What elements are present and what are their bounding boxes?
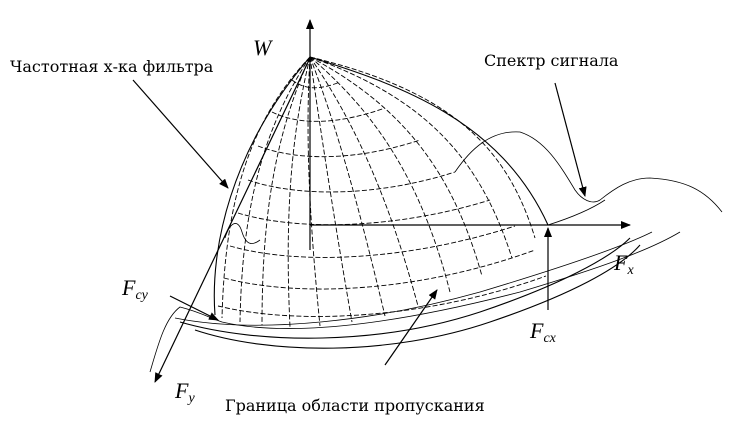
dome-meridian xyxy=(309,56,419,307)
dome-meridian xyxy=(307,56,321,327)
dome-meridian xyxy=(309,56,451,293)
dome-meridian xyxy=(309,56,386,317)
dome-parallel xyxy=(217,275,547,317)
spectrum-edge-inner xyxy=(174,231,653,326)
passband-boundary-label: Граница области пропускания xyxy=(225,396,485,415)
dome-parallel xyxy=(257,139,421,158)
dome-meridian xyxy=(309,56,536,239)
spectrum-ridge-far xyxy=(454,131,723,213)
fcx-label: Fcx xyxy=(529,318,557,346)
fcy-pointer xyxy=(169,295,219,321)
dome-meridian xyxy=(221,56,311,319)
filter-response-label: Частотная х-ка фильтра xyxy=(10,57,214,76)
dome-parallel xyxy=(223,249,536,290)
dome-meridian xyxy=(309,56,353,323)
w-axis-label: W xyxy=(253,35,273,60)
filter-response-pointer xyxy=(132,79,229,189)
dome-meridian xyxy=(261,56,311,326)
passband-pointer xyxy=(384,289,438,366)
signal-spectrum-pointer xyxy=(554,82,587,197)
passband-boundary xyxy=(179,237,641,349)
labels: W Fx Fy Fcy Fcx Частотная х-ка фильтра С… xyxy=(10,35,634,415)
dome-parallel xyxy=(229,225,516,258)
dome-outline xyxy=(213,56,549,316)
signal-spectrum-surface xyxy=(149,131,723,373)
pointers xyxy=(132,79,587,366)
fcy-label: Fcy xyxy=(121,275,149,303)
axes xyxy=(154,19,631,383)
dome-meridian xyxy=(309,56,483,277)
boundary-arc-outer xyxy=(179,237,631,339)
fx-axis-label: Fx xyxy=(613,250,634,278)
dome-meridian xyxy=(287,56,311,328)
dome-meridian xyxy=(309,56,513,259)
fy-axis-label: Fy xyxy=(174,378,195,406)
dome-parallel xyxy=(271,107,386,122)
spectrum-ridge-near xyxy=(547,199,606,226)
spectrum-edge-outer xyxy=(149,231,681,373)
dome-parallel xyxy=(291,79,341,89)
fy-axis xyxy=(154,57,311,383)
dome-parallel xyxy=(247,171,456,193)
dome-meridian xyxy=(239,56,311,323)
boundary-arc-inner xyxy=(194,244,641,349)
dome-parallel xyxy=(237,199,491,226)
signal-spectrum-label: Спектр сигнала xyxy=(484,51,619,70)
